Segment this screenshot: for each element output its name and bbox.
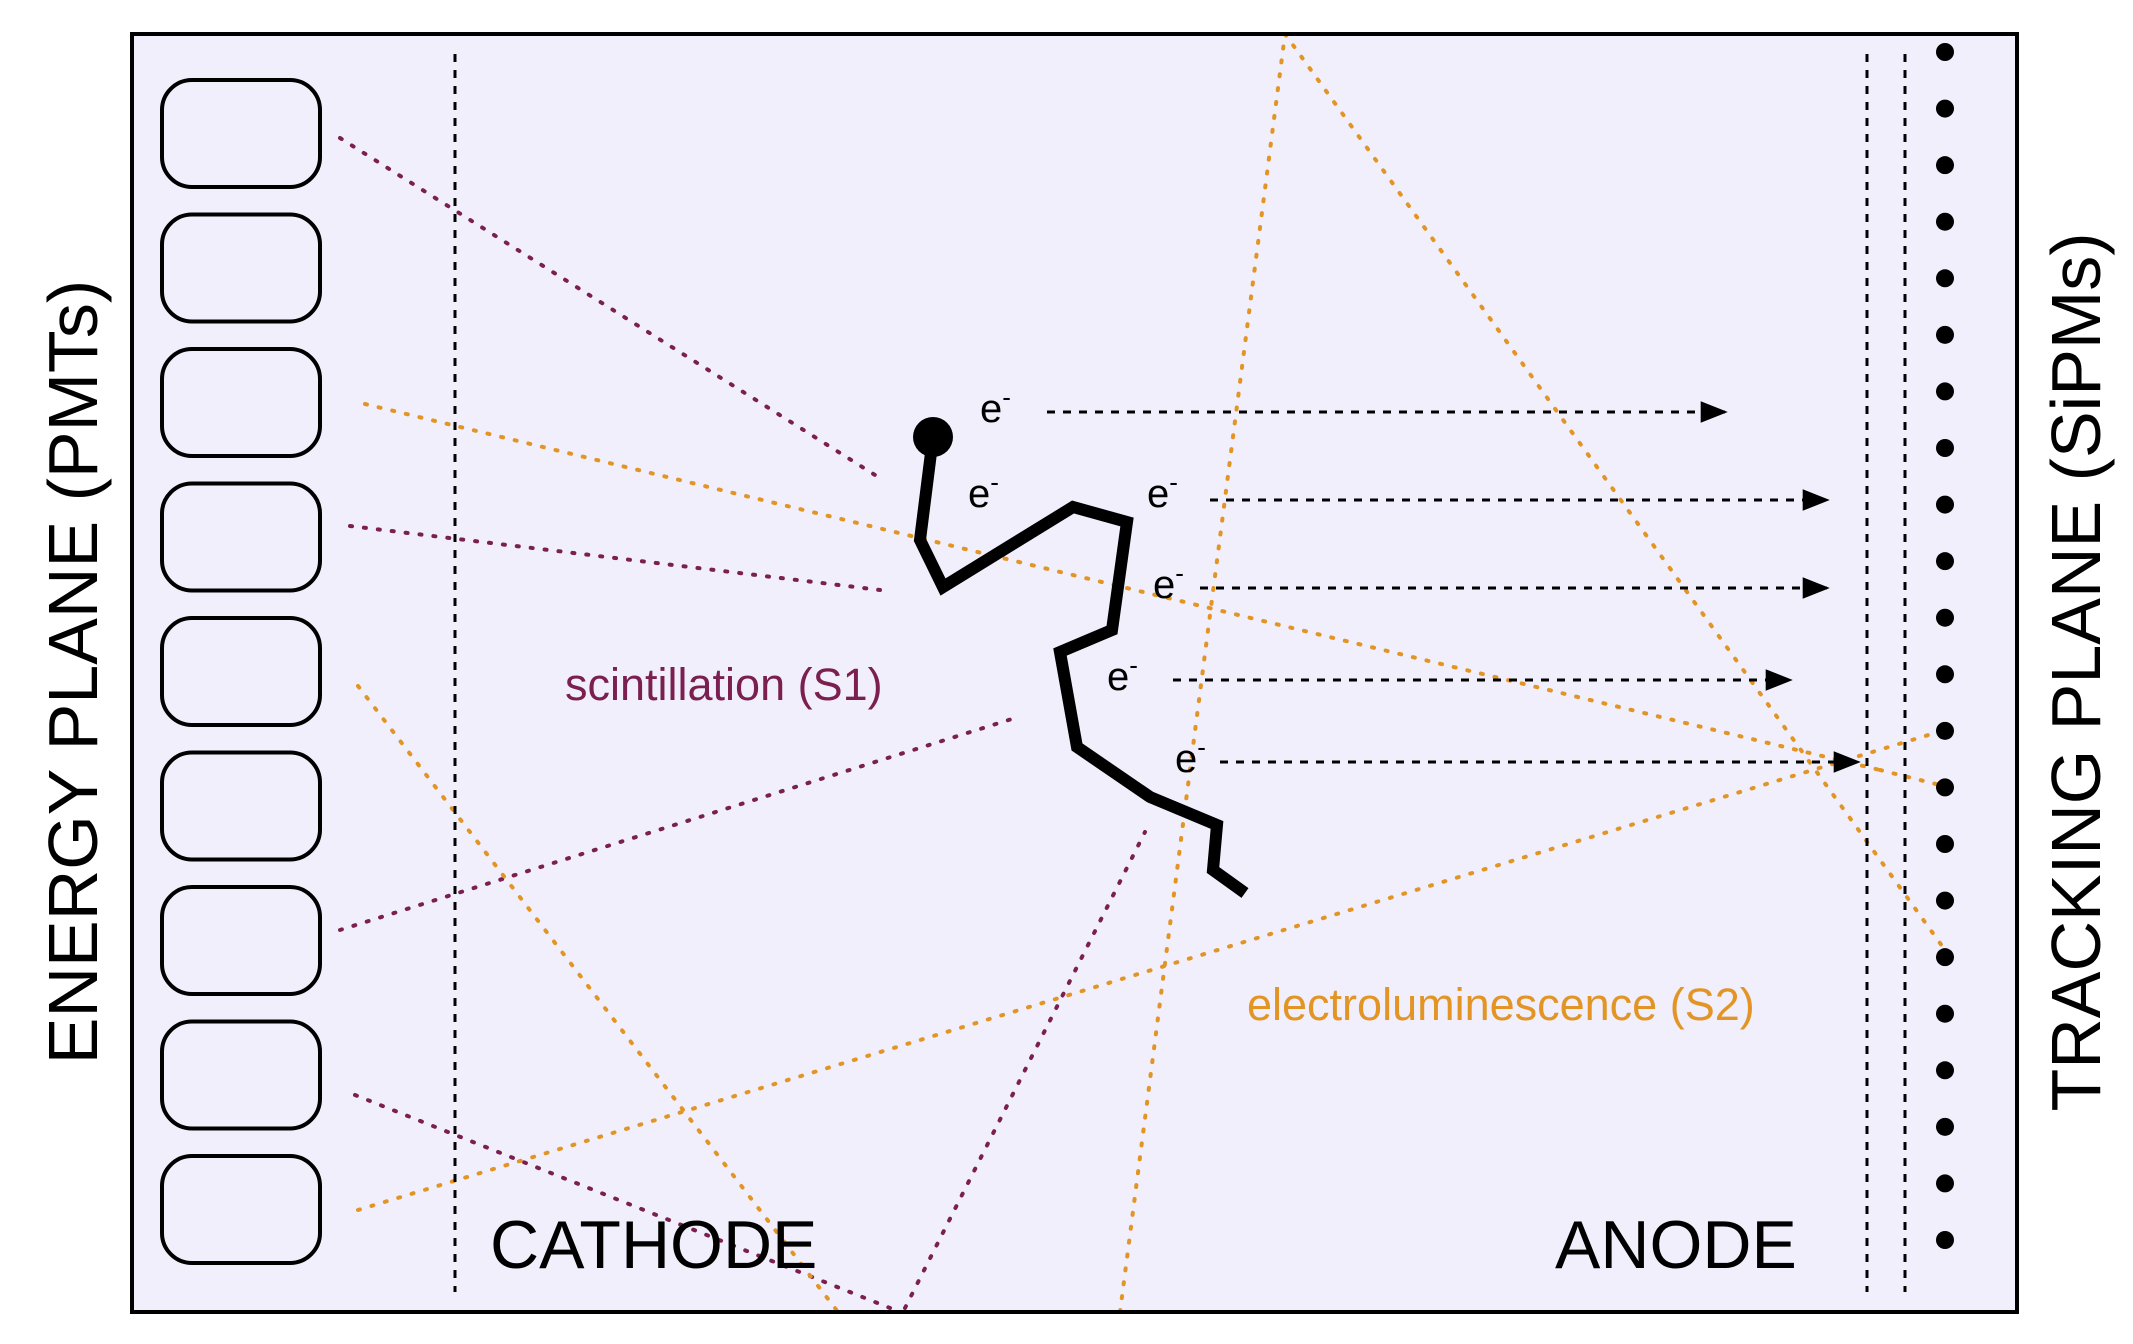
sipm-10 [1936,552,1954,571]
s1-ray-4 [353,1093,892,1310]
sipm-22 [1936,1231,1954,1249]
sipm-21 [1936,1174,1954,1193]
detector-chamber-border [130,32,2019,1314]
pmt-2 [160,212,322,324]
sipm-8 [1936,439,1954,457]
electron-label-2: e- [968,467,999,516]
sipm-4 [1936,212,1954,231]
s2-ray-5 [1283,34,1947,952]
tracking-plane-title: TRACKING PLANE (SiPMs) [2037,233,2115,1112]
energy-plane-title: ENERGY PLANE (PMTs) [34,280,112,1064]
sipm-12 [1936,665,1954,684]
scintillation-label: scintillation (S1) [565,659,883,710]
sipm-18 [1936,1004,1954,1023]
sipm-1 [1936,43,1954,61]
pmt-4 [160,481,322,593]
anode-label: ANODE [1555,1207,1797,1283]
s1-ray-2 [348,524,882,592]
sipm-20 [1936,1117,1954,1136]
sipm-6 [1936,325,1954,344]
sipm-7 [1936,382,1954,401]
track-origin-dot [913,417,953,457]
sipm-17 [1936,948,1954,967]
sipm-13 [1936,721,1954,740]
pmt-3 [160,347,322,458]
electron-label-5: e- [1107,650,1138,699]
electron-drift-arrows [1047,401,1861,773]
electron-label-4: e- [1153,558,1184,607]
s2-ray-3 [356,728,1947,1212]
s1-ray-5 [903,830,1147,1310]
electron-labels: e- e- e- e- e- e- [968,382,1206,781]
s2-ray-4 [1118,34,1287,1312]
pmt-8 [160,1019,322,1131]
sipm-2 [1936,99,1954,118]
electron-label-6: e- [1175,732,1206,781]
sipm-array [1936,43,1954,1249]
sipm-3 [1936,156,1954,175]
sipm-14 [1936,778,1954,797]
s2-ray-2 [356,684,840,1312]
cathode-label: CATHODE [490,1207,817,1283]
sipm-16 [1936,891,1954,910]
electron-label-1: e- [980,382,1011,431]
sipm-5 [1936,269,1954,288]
pmt-5 [160,616,322,727]
light-rays [338,34,1962,1312]
detector-chamber [132,34,2017,1312]
sipm-9 [1936,495,1954,514]
electroluminescence-label: electroluminescence (S2) [1247,979,1755,1030]
pmt-9 [160,1154,322,1265]
sipm-19 [1936,1061,1954,1080]
electrode-lines [453,54,1907,1292]
s1-ray-3 [338,716,1017,932]
particle-track [913,436,1249,898]
electron-label-3: e- [1147,467,1178,516]
pmt-7 [160,885,322,996]
sipm-15 [1936,835,1954,853]
sipm-11 [1936,608,1954,627]
pmt-1 [160,78,322,189]
pmt-6 [160,750,322,862]
pmt-array [160,78,322,1265]
scintillation-rays [338,136,1147,1310]
